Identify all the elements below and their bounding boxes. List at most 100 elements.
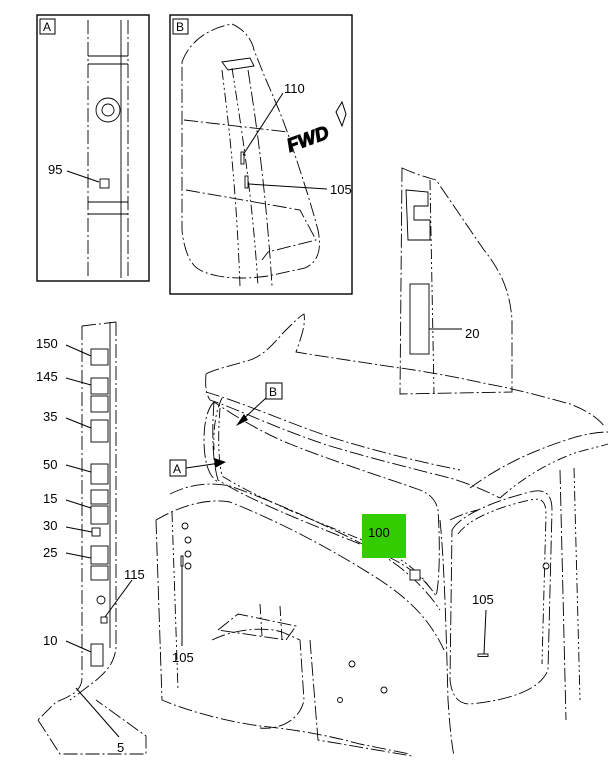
decal-145: [90, 377, 109, 395]
decal-110: [240, 151, 245, 165]
decal-25b: [90, 565, 109, 581]
panel-hole-1: [181, 522, 189, 530]
decal-115: [100, 616, 108, 624]
leader-35: [65, 417, 92, 429]
decal-150: [90, 348, 109, 366]
cab-roof-rear: [499, 443, 609, 499]
cab-roof-front-edge: [205, 373, 501, 499]
callout-50: 50: [43, 457, 57, 472]
detail-a-seam-top: [88, 55, 128, 65]
leader-105-b: [248, 183, 328, 190]
cab-roof-rear-line: [469, 431, 609, 489]
panel-assembly-20: 20: [399, 167, 513, 395]
callout-95: 95: [48, 162, 62, 177]
callout-20: 20: [465, 326, 479, 341]
callout-100-highlight: [362, 514, 406, 558]
decal-15: [90, 489, 109, 505]
callout-105-b: 105: [330, 182, 352, 197]
body-bolt-3: [337, 697, 343, 703]
panel-20-outline: [399, 167, 513, 395]
leader-50: [65, 464, 92, 473]
callout-145: 145: [36, 369, 58, 384]
decal-105-right: [477, 653, 489, 657]
panel-hole-3: [184, 550, 192, 558]
detail-b-lower-panel: [185, 189, 317, 261]
detail-b-mid-line: [183, 119, 289, 133]
callout-100: 100: [368, 525, 390, 540]
detail-a-grommet-inner: [101, 103, 115, 117]
leader-30: [65, 526, 93, 533]
panel-20-bracket: [405, 189, 431, 241]
view-ref-a-arrow: [185, 462, 221, 469]
decal-15b: [90, 505, 109, 525]
fwd-arrow-icon: [335, 100, 347, 128]
left-pillar-foot: [37, 699, 147, 755]
detail-b-top-cap: [221, 57, 255, 71]
step-outline: [216, 613, 297, 641]
detail-b-pillar-rear: [231, 67, 259, 287]
callout-35: 35: [43, 409, 57, 424]
panel-20-inner-edge: [429, 179, 435, 395]
view-ref-a-letter: A: [173, 462, 181, 476]
body-bolt-2: [380, 686, 388, 694]
callout-105-left: 105: [172, 650, 194, 665]
a-pillar-left-inner: [213, 397, 223, 451]
cab-roof-crease: [205, 391, 461, 471]
view-ref-b-box: [265, 382, 283, 400]
leader-5: [75, 687, 120, 738]
body-corner: [309, 639, 413, 757]
callout-150: 150: [36, 336, 58, 351]
panel-hole-2: [184, 536, 192, 544]
door-frame-front-2: [449, 509, 479, 521]
detail-view-a: A 95: [36, 14, 150, 282]
leader-25: [65, 552, 92, 559]
detail-b-pillar-front: [221, 69, 241, 287]
detail-b-letter-box: [172, 18, 189, 35]
left-pillar-fastener: [96, 595, 106, 605]
decal-30: [91, 527, 101, 537]
decal-25: [90, 545, 109, 565]
detail-a-frame: [36, 14, 150, 282]
cowl-line: [169, 483, 441, 611]
windshield-outline: [212, 401, 440, 598]
leader-150: [65, 344, 92, 357]
detail-a-grommet-outer: [95, 97, 121, 123]
decal-50: [90, 463, 109, 485]
left-pillar-strip: 150 145 35 50 15 30 25 115 10 5: [36, 321, 147, 755]
decal-10: [90, 643, 104, 667]
left-pillar-outer-edge: [37, 326, 83, 721]
view-ref-a-arrowhead: [214, 458, 226, 468]
panel-hole-4: [184, 562, 192, 570]
left-pillar-inner-edge: [69, 322, 117, 701]
main-cab-view: 100 B A 105 105: [155, 313, 609, 757]
fender-outline: [211, 628, 305, 729]
body-bolt-1: [348, 660, 356, 668]
cab-roof-outline: [205, 313, 605, 427]
left-body-panel: [155, 519, 411, 755]
decal-105-b: [244, 175, 249, 189]
cowl-lower: [155, 500, 445, 651]
callout-115: 115: [124, 567, 145, 582]
callout-25: 25: [43, 545, 57, 560]
left-pillar-top-cap: [81, 321, 117, 327]
callout-105-right: 105: [472, 592, 494, 607]
detail-b-cab-outline: [181, 23, 320, 279]
leader-115: [104, 579, 133, 618]
detail-b-pillar-edge: [247, 69, 273, 287]
decal-135: [90, 395, 109, 413]
decal-35: [90, 419, 109, 443]
leader-105-right: [483, 609, 487, 655]
door-rear-edge: [559, 469, 567, 721]
step-bracket: [259, 603, 283, 641]
callout-110: 110: [284, 81, 305, 96]
callout-15: 15: [43, 491, 57, 506]
door-hinge: [542, 562, 550, 570]
left-body-panel-inner: [171, 511, 179, 691]
decal-20: [409, 283, 430, 355]
decal-100: [409, 569, 421, 581]
callout-5: 5: [117, 740, 124, 755]
door-window: [449, 490, 553, 705]
door-window-inner: [457, 498, 547, 665]
view-ref-b-letter: B: [269, 385, 277, 399]
